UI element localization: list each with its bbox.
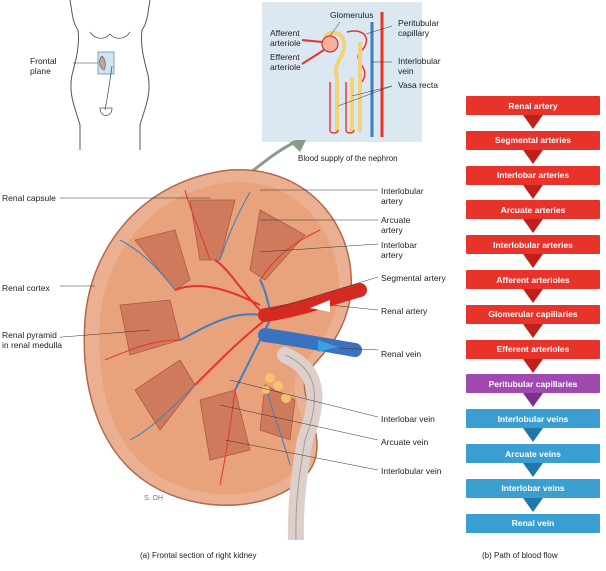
flow-arrow [523,393,543,408]
flow-step: Renal vein [466,513,600,533]
flow-arrow [523,497,543,512]
flow-arrow [523,115,543,129]
frontal-plane-label: Frontal plane [30,56,57,76]
renal-artery-label: Renal artery [381,306,428,316]
fat-tissue [262,373,291,403]
kidney-diagram [60,140,379,540]
torso-outline [69,0,151,150]
flow-arrow [523,358,543,373]
flow-arrow [523,428,543,443]
flow-step: Arcuate veins [466,444,600,463]
interlobar-vein-label: Interlobar vein [381,414,435,424]
glomerulus-label: Glomerulus [330,10,374,20]
afferent-arteriole-inset [301,39,323,43]
renal-capsule-label: Renal capsule [2,193,56,203]
vasa-recta-inset [329,82,355,134]
nephron-inset-panel [262,2,422,142]
flow-step: Glomerular capillaries [466,304,600,324]
glomerulus-inset [321,35,339,53]
flow-step: Interlobular veins [466,409,600,429]
nephron-inset-drawing [301,12,393,137]
renal-artery-arrow [310,300,330,312]
caption-a: (a) Frontal section of right kidney [140,551,257,560]
flow-step: Efferent arterioles [466,339,600,359]
flow-step: Afferent arterioles [466,270,600,289]
flow-arrow [523,323,543,338]
flow-arrow [523,289,543,303]
segmental-artery-label: Segmental artery [381,273,446,283]
flow-step: Arcuate arteries [466,200,600,220]
ureter-edge [284,354,315,540]
renal-artery [258,283,367,322]
flow-step: Segmental arteries [466,130,600,150]
renal-pyramid [249,209,306,281]
renal-vein-arrow [318,340,338,352]
flow-arrow [523,149,543,164]
efferent-arteriole-inset [301,49,325,65]
kidney-small [99,55,106,71]
flow-step: Interlobular arteries [466,235,600,255]
flow-step: Renal artery [466,96,600,115]
arcuate-vein-label: Arcuate vein [381,437,429,447]
interlobar-vessels [174,259,271,391]
flow-arrow [523,463,543,477]
renal-cortex-label: Renal cortex [2,283,50,293]
signature: S. OH [144,495,164,502]
caption-b: (b) Path of blood flow [482,551,558,560]
flow-arrow [523,219,543,234]
renal-vein-label: Renal vein [381,349,422,359]
ureter-small [104,65,113,111]
breast-outline [89,31,131,39]
interlobular-vessels [104,189,321,486]
flow-step: Peritubular capillaries [466,374,600,394]
body-outline-figure [69,0,151,150]
flow-step: Interlobar arteries [466,165,600,185]
leader-lines [60,189,379,471]
flow-arrow [523,184,543,199]
peritubular-capillary [346,30,368,83]
bladder-small [99,107,113,116]
flow-step: Interlobar veins [466,478,600,498]
nephron-caption: Blood supply of the nephron [298,154,398,163]
flow-arrow [523,254,543,269]
vasa-recta-label: Vasa recta [398,80,439,90]
interlobular-vein-label: Interlobular vein [381,466,442,476]
callout-arrowhead [290,140,306,152]
